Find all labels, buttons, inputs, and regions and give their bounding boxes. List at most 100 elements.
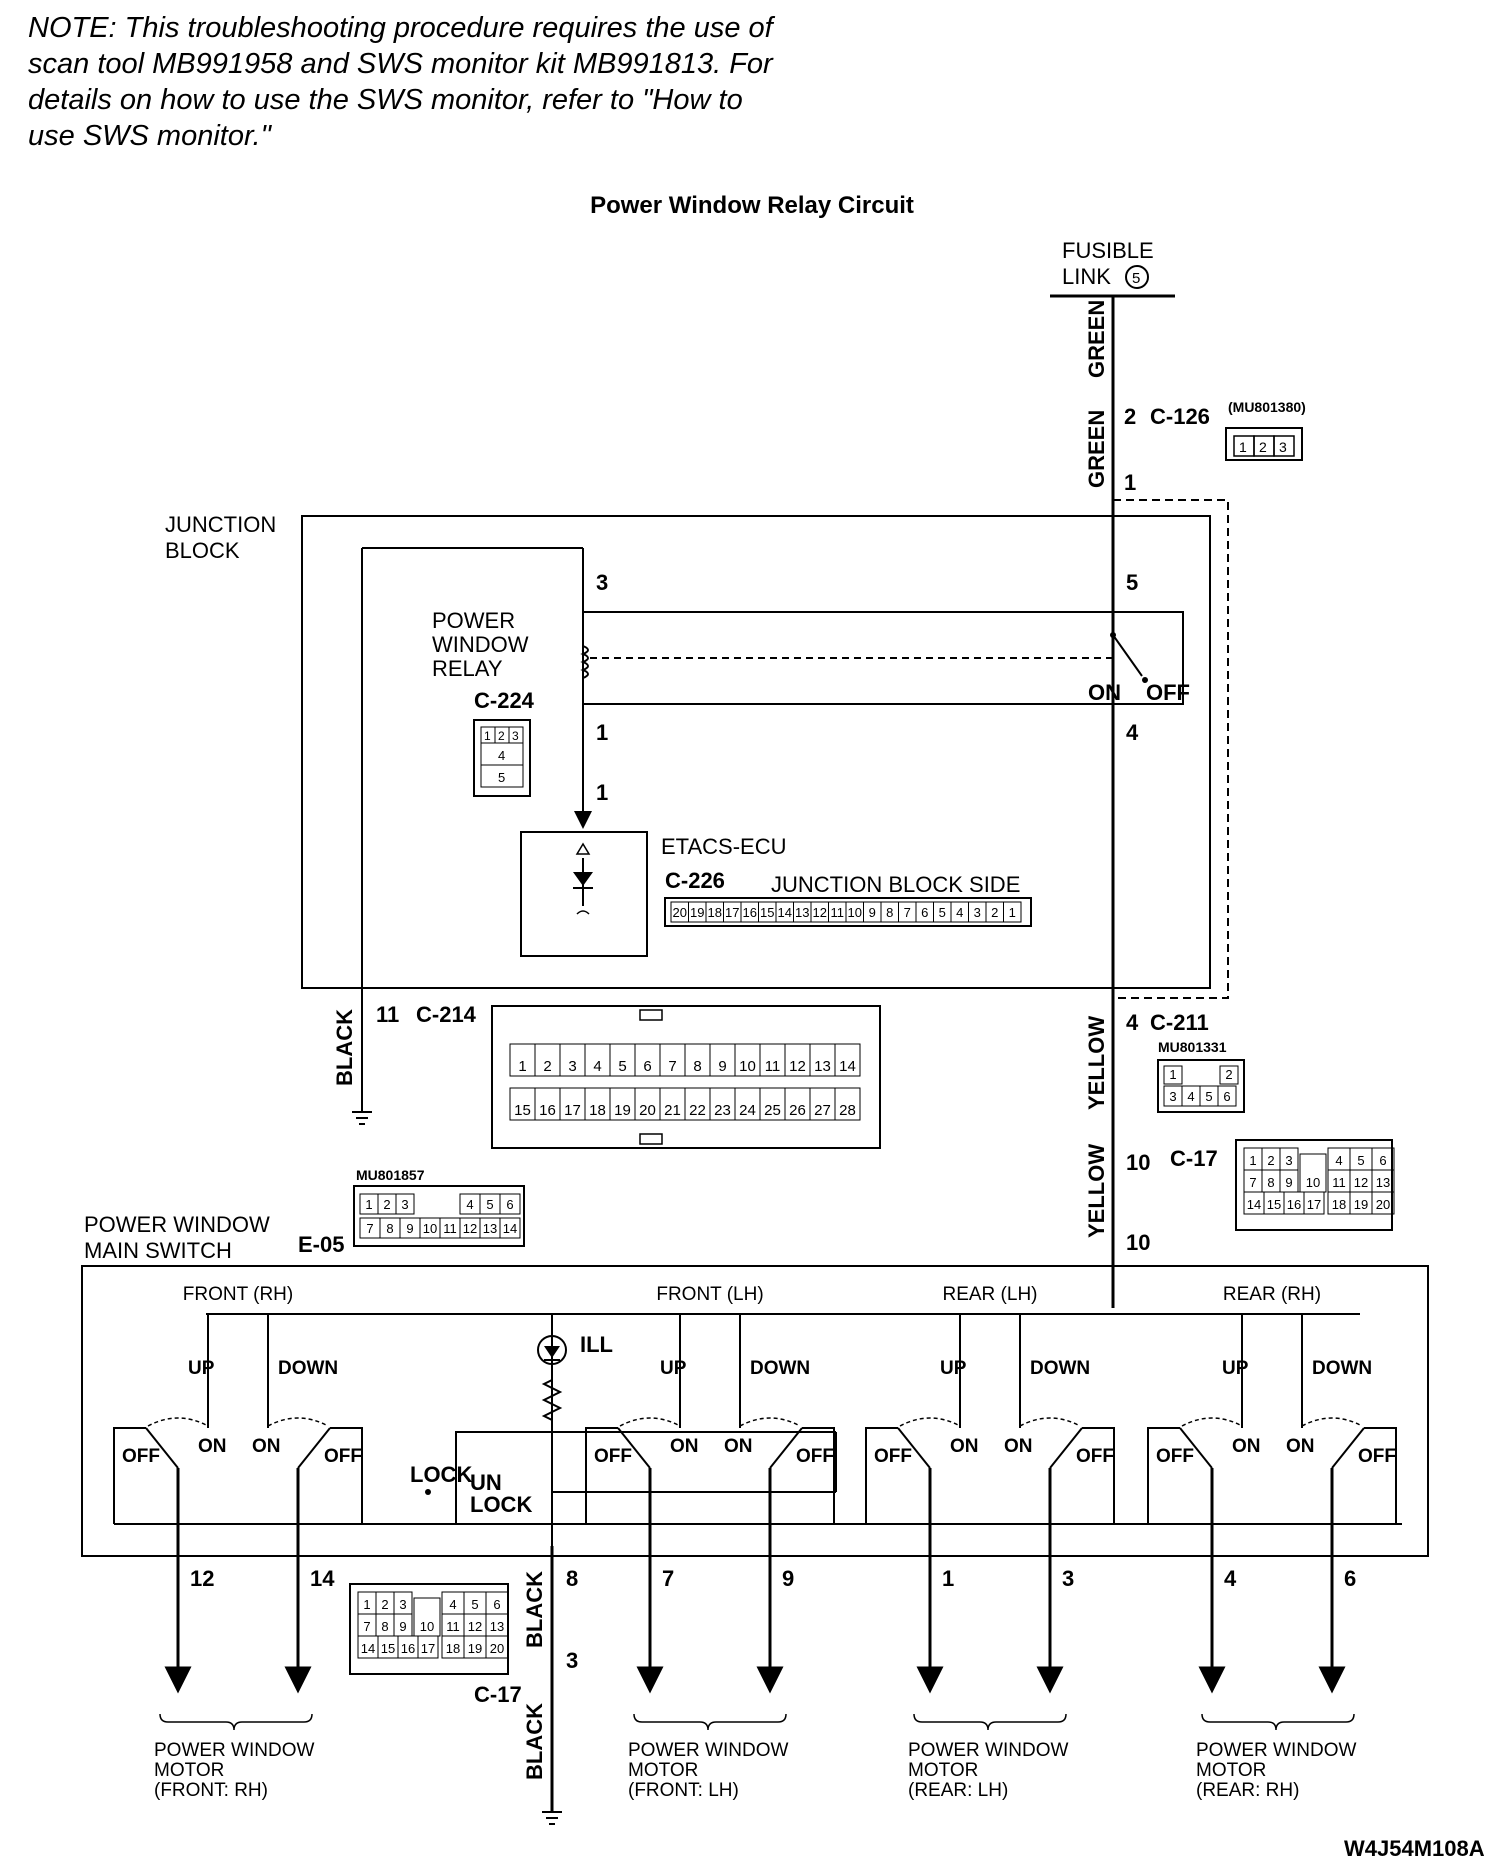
svg-text:5: 5	[1132, 270, 1140, 287]
c226-pin-cell: 13	[793, 901, 812, 923]
relay-pin-numbers: 3 5 1 1 4	[596, 570, 1139, 805]
svg-text:11: 11	[443, 1221, 457, 1236]
svg-text:3: 3	[568, 1058, 576, 1075]
svg-text:10: 10	[739, 1058, 756, 1075]
svg-text:OFF: OFF	[1156, 1446, 1194, 1467]
svg-text:12: 12	[789, 1058, 806, 1075]
svg-text:6: 6	[1223, 1089, 1230, 1104]
svg-text:C-214: C-214	[416, 1002, 477, 1027]
svg-text:15: 15	[514, 1102, 531, 1119]
svg-text:ON: ON	[252, 1436, 281, 1457]
svg-text:1: 1	[365, 1197, 372, 1212]
svg-text:MAIN SWITCH: MAIN SWITCH	[84, 1238, 232, 1263]
svg-text:2: 2	[991, 905, 998, 920]
green-wire-label: GREEN GREEN	[1084, 300, 1109, 488]
svg-text:8: 8	[381, 1619, 388, 1634]
c17-pin-cell: 18	[1327, 1191, 1351, 1215]
svg-text:8: 8	[693, 1058, 701, 1075]
svg-text:16: 16	[401, 1641, 415, 1656]
svg-text:6: 6	[1379, 1153, 1386, 1168]
c211-pin-cell: 2	[1219, 1065, 1239, 1085]
c17-pin-cell: 8	[375, 1613, 395, 1637]
svg-text:BLACK: BLACK	[522, 1571, 547, 1648]
svg-text:26: 26	[789, 1102, 806, 1119]
svg-text:5: 5	[618, 1058, 626, 1075]
svg-text:17: 17	[564, 1102, 581, 1119]
c214-pin-cell: 7	[659, 1043, 686, 1077]
junction-block: JUNCTION BLOCK	[165, 512, 1211, 989]
c17-pin-cell: 9	[1279, 1169, 1299, 1193]
svg-text:E-05: E-05	[298, 1232, 344, 1257]
svg-text:REAR (LH): REAR (LH)	[942, 1284, 1037, 1305]
svg-text:14: 14	[503, 1221, 517, 1236]
svg-text:LOCK: LOCK	[470, 1492, 532, 1517]
c211-pin-cell: 3	[1163, 1085, 1183, 1107]
svg-text:JUNCTION: JUNCTION	[165, 512, 276, 537]
e05-pin-cell: 3	[395, 1193, 415, 1215]
c17-pin-cell: 20	[1371, 1191, 1395, 1215]
c214-pin-cell: 3	[559, 1043, 586, 1077]
c226-pin-cell: 11	[828, 901, 847, 923]
lock-switch: LOCK UN LOCK	[410, 1431, 837, 1524]
c214-pin-cell: 5	[609, 1043, 636, 1077]
svg-text:21: 21	[664, 1102, 681, 1119]
svg-text:9: 9	[1285, 1175, 1292, 1190]
c226-pin-cell: 8	[880, 901, 899, 923]
svg-text:ON: ON	[1232, 1436, 1261, 1457]
svg-text:14: 14	[778, 905, 792, 920]
c214-pin-cell: 9	[709, 1043, 736, 1077]
svg-text:OFF: OFF	[1076, 1446, 1114, 1467]
svg-text:11: 11	[765, 1058, 781, 1075]
svg-text:C-17: C-17	[1170, 1146, 1218, 1171]
svg-text:2: 2	[1225, 1067, 1232, 1082]
c17-pin-cell: 1	[1243, 1147, 1263, 1171]
c17-pin-cell: 7	[1243, 1169, 1263, 1193]
svg-text:OFF: OFF	[122, 1446, 160, 1467]
svg-text:19: 19	[690, 905, 704, 920]
c17-pin-cell: 6	[485, 1591, 509, 1615]
c214-pin-cell: 11	[759, 1043, 786, 1077]
e05-pin-cell: 7	[359, 1217, 381, 1239]
svg-text:LINK: LINK	[1062, 264, 1111, 289]
c214-pin-cell: 14	[834, 1043, 861, 1077]
e05-pin-cell: 5	[479, 1193, 501, 1215]
svg-text:MU801857: MU801857	[356, 1167, 425, 1183]
svg-text:16: 16	[539, 1102, 556, 1119]
svg-text:2: 2	[1267, 1153, 1274, 1168]
svg-text:1: 1	[518, 1058, 526, 1075]
svg-text:FRONT (LH): FRONT (LH)	[656, 1284, 763, 1305]
yellow-label-1: YELLOW	[1084, 1016, 1109, 1110]
svg-text:23: 23	[714, 1102, 731, 1119]
svg-text:(MU801380): (MU801380)	[1228, 399, 1306, 415]
c226-pin-cell: 10	[845, 901, 864, 923]
svg-text:28: 28	[839, 1102, 856, 1119]
e05-pin-cell: 10	[419, 1217, 441, 1239]
c17-pin-cell: 18	[441, 1635, 465, 1659]
svg-text:UP: UP	[660, 1358, 687, 1379]
svg-text:WINDOW: WINDOW	[432, 632, 529, 657]
svg-text:4: 4	[593, 1058, 601, 1075]
svg-text:UP: UP	[940, 1358, 967, 1379]
svg-text:11: 11	[1332, 1175, 1346, 1190]
c214-pin-cell: 2	[534, 1043, 561, 1077]
switch-pin-number: 9	[782, 1566, 794, 1591]
svg-text:4: 4	[1126, 720, 1139, 745]
svg-text:4: 4	[1126, 1010, 1139, 1035]
svg-text:C-126: C-126	[1150, 404, 1210, 429]
c214-pin-cell: 21	[659, 1087, 686, 1121]
svg-text:REAR (RH): REAR (RH)	[1223, 1284, 1321, 1305]
svg-text:3: 3	[401, 1197, 408, 1212]
svg-text:3: 3	[566, 1648, 578, 1673]
svg-text:6: 6	[506, 1197, 513, 1212]
c17-pin-cell: 14	[357, 1635, 379, 1659]
c17-pin-cell: 5	[1349, 1147, 1373, 1171]
svg-text:27: 27	[814, 1102, 831, 1119]
c17-pin-cell: 16	[1283, 1191, 1305, 1215]
svg-text:13: 13	[795, 905, 809, 920]
c226-pin-cell: 9	[863, 901, 882, 923]
svg-text:3: 3	[512, 729, 519, 743]
svg-text:19: 19	[1354, 1197, 1368, 1212]
svg-text:1: 1	[484, 729, 491, 743]
